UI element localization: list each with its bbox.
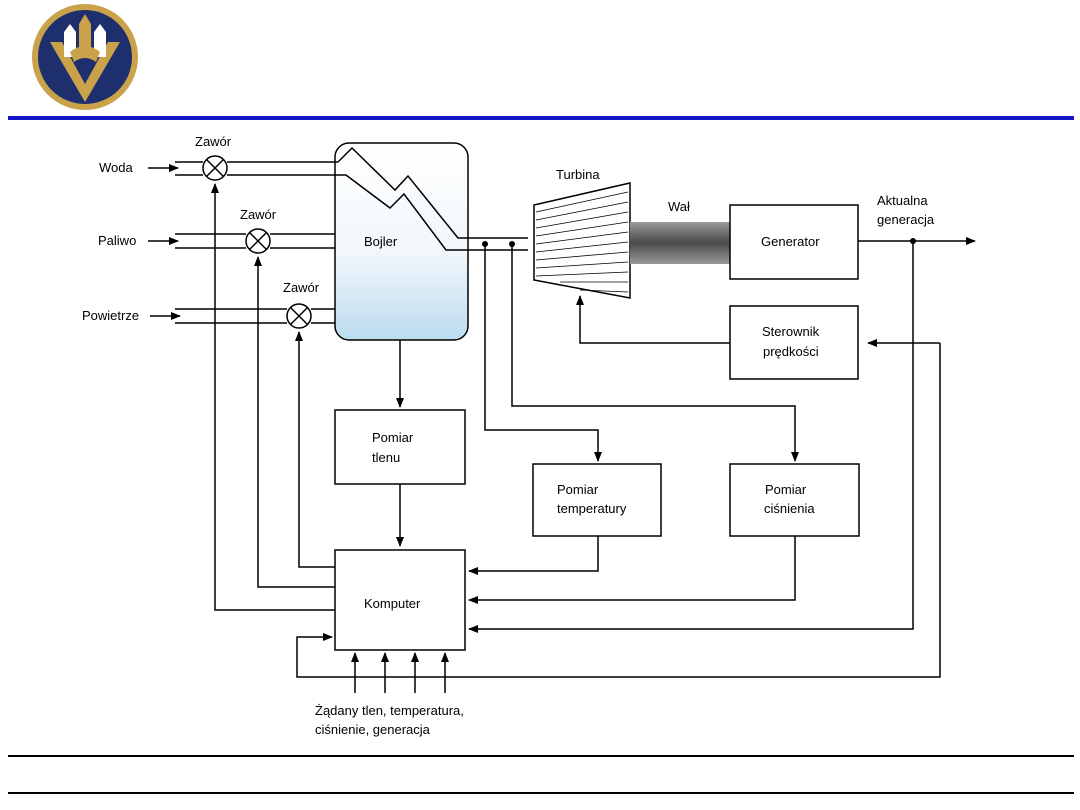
label-pressure-1: Pomiar bbox=[765, 482, 807, 497]
computer-box bbox=[334, 549, 466, 651]
label-setpoint-1: Żądany tlen, temperatura, bbox=[315, 703, 464, 718]
valve-water bbox=[202, 155, 228, 181]
label-actual-gen-1: Aktualna bbox=[877, 193, 928, 208]
label-pressure-2: ciśnienia bbox=[764, 501, 815, 516]
generator-box bbox=[729, 204, 859, 280]
header-rule bbox=[8, 116, 1074, 120]
label-fuel: Paliwo bbox=[98, 233, 136, 248]
footer-rule-top bbox=[8, 755, 1074, 757]
label-valve-fuel: Zawór bbox=[240, 207, 277, 222]
label-shaft: Wał bbox=[668, 199, 690, 214]
footer-rule-bottom bbox=[8, 792, 1074, 794]
label-oxygen-2: tlenu bbox=[372, 450, 400, 465]
label-actual-gen-2: generacja bbox=[877, 212, 935, 227]
label-valve-air: Zawór bbox=[283, 280, 320, 295]
label-speed-ctrl-2: prędkości bbox=[763, 344, 819, 359]
logo bbox=[30, 2, 140, 112]
boiler bbox=[334, 142, 469, 341]
label-valve-water: Zawór bbox=[195, 134, 232, 149]
label-boiler: Bojler bbox=[364, 234, 398, 249]
valve-air bbox=[286, 303, 312, 329]
label-speed-ctrl-1: Sterownik bbox=[762, 324, 820, 339]
label-setpoint-2: ciśnienie, generacja bbox=[315, 722, 431, 737]
label-computer: Komputer bbox=[364, 596, 421, 611]
label-temp-1: Pomiar bbox=[557, 482, 599, 497]
speed-controller-box bbox=[729, 305, 859, 380]
temperature-measurement-box bbox=[532, 463, 662, 537]
label-air: Powietrze bbox=[82, 308, 139, 323]
label-generator: Generator bbox=[761, 234, 820, 249]
turbine bbox=[533, 182, 631, 299]
pressure-measurement-box bbox=[729, 463, 860, 537]
label-temp-2: temperatury bbox=[557, 501, 627, 516]
shaft bbox=[630, 222, 730, 264]
label-oxygen-1: Pomiar bbox=[372, 430, 414, 445]
label-turbine: Turbina bbox=[556, 167, 600, 182]
valve-fuel bbox=[245, 228, 271, 254]
oxygen-measurement-box bbox=[334, 409, 466, 485]
label-water: Woda bbox=[99, 160, 133, 175]
